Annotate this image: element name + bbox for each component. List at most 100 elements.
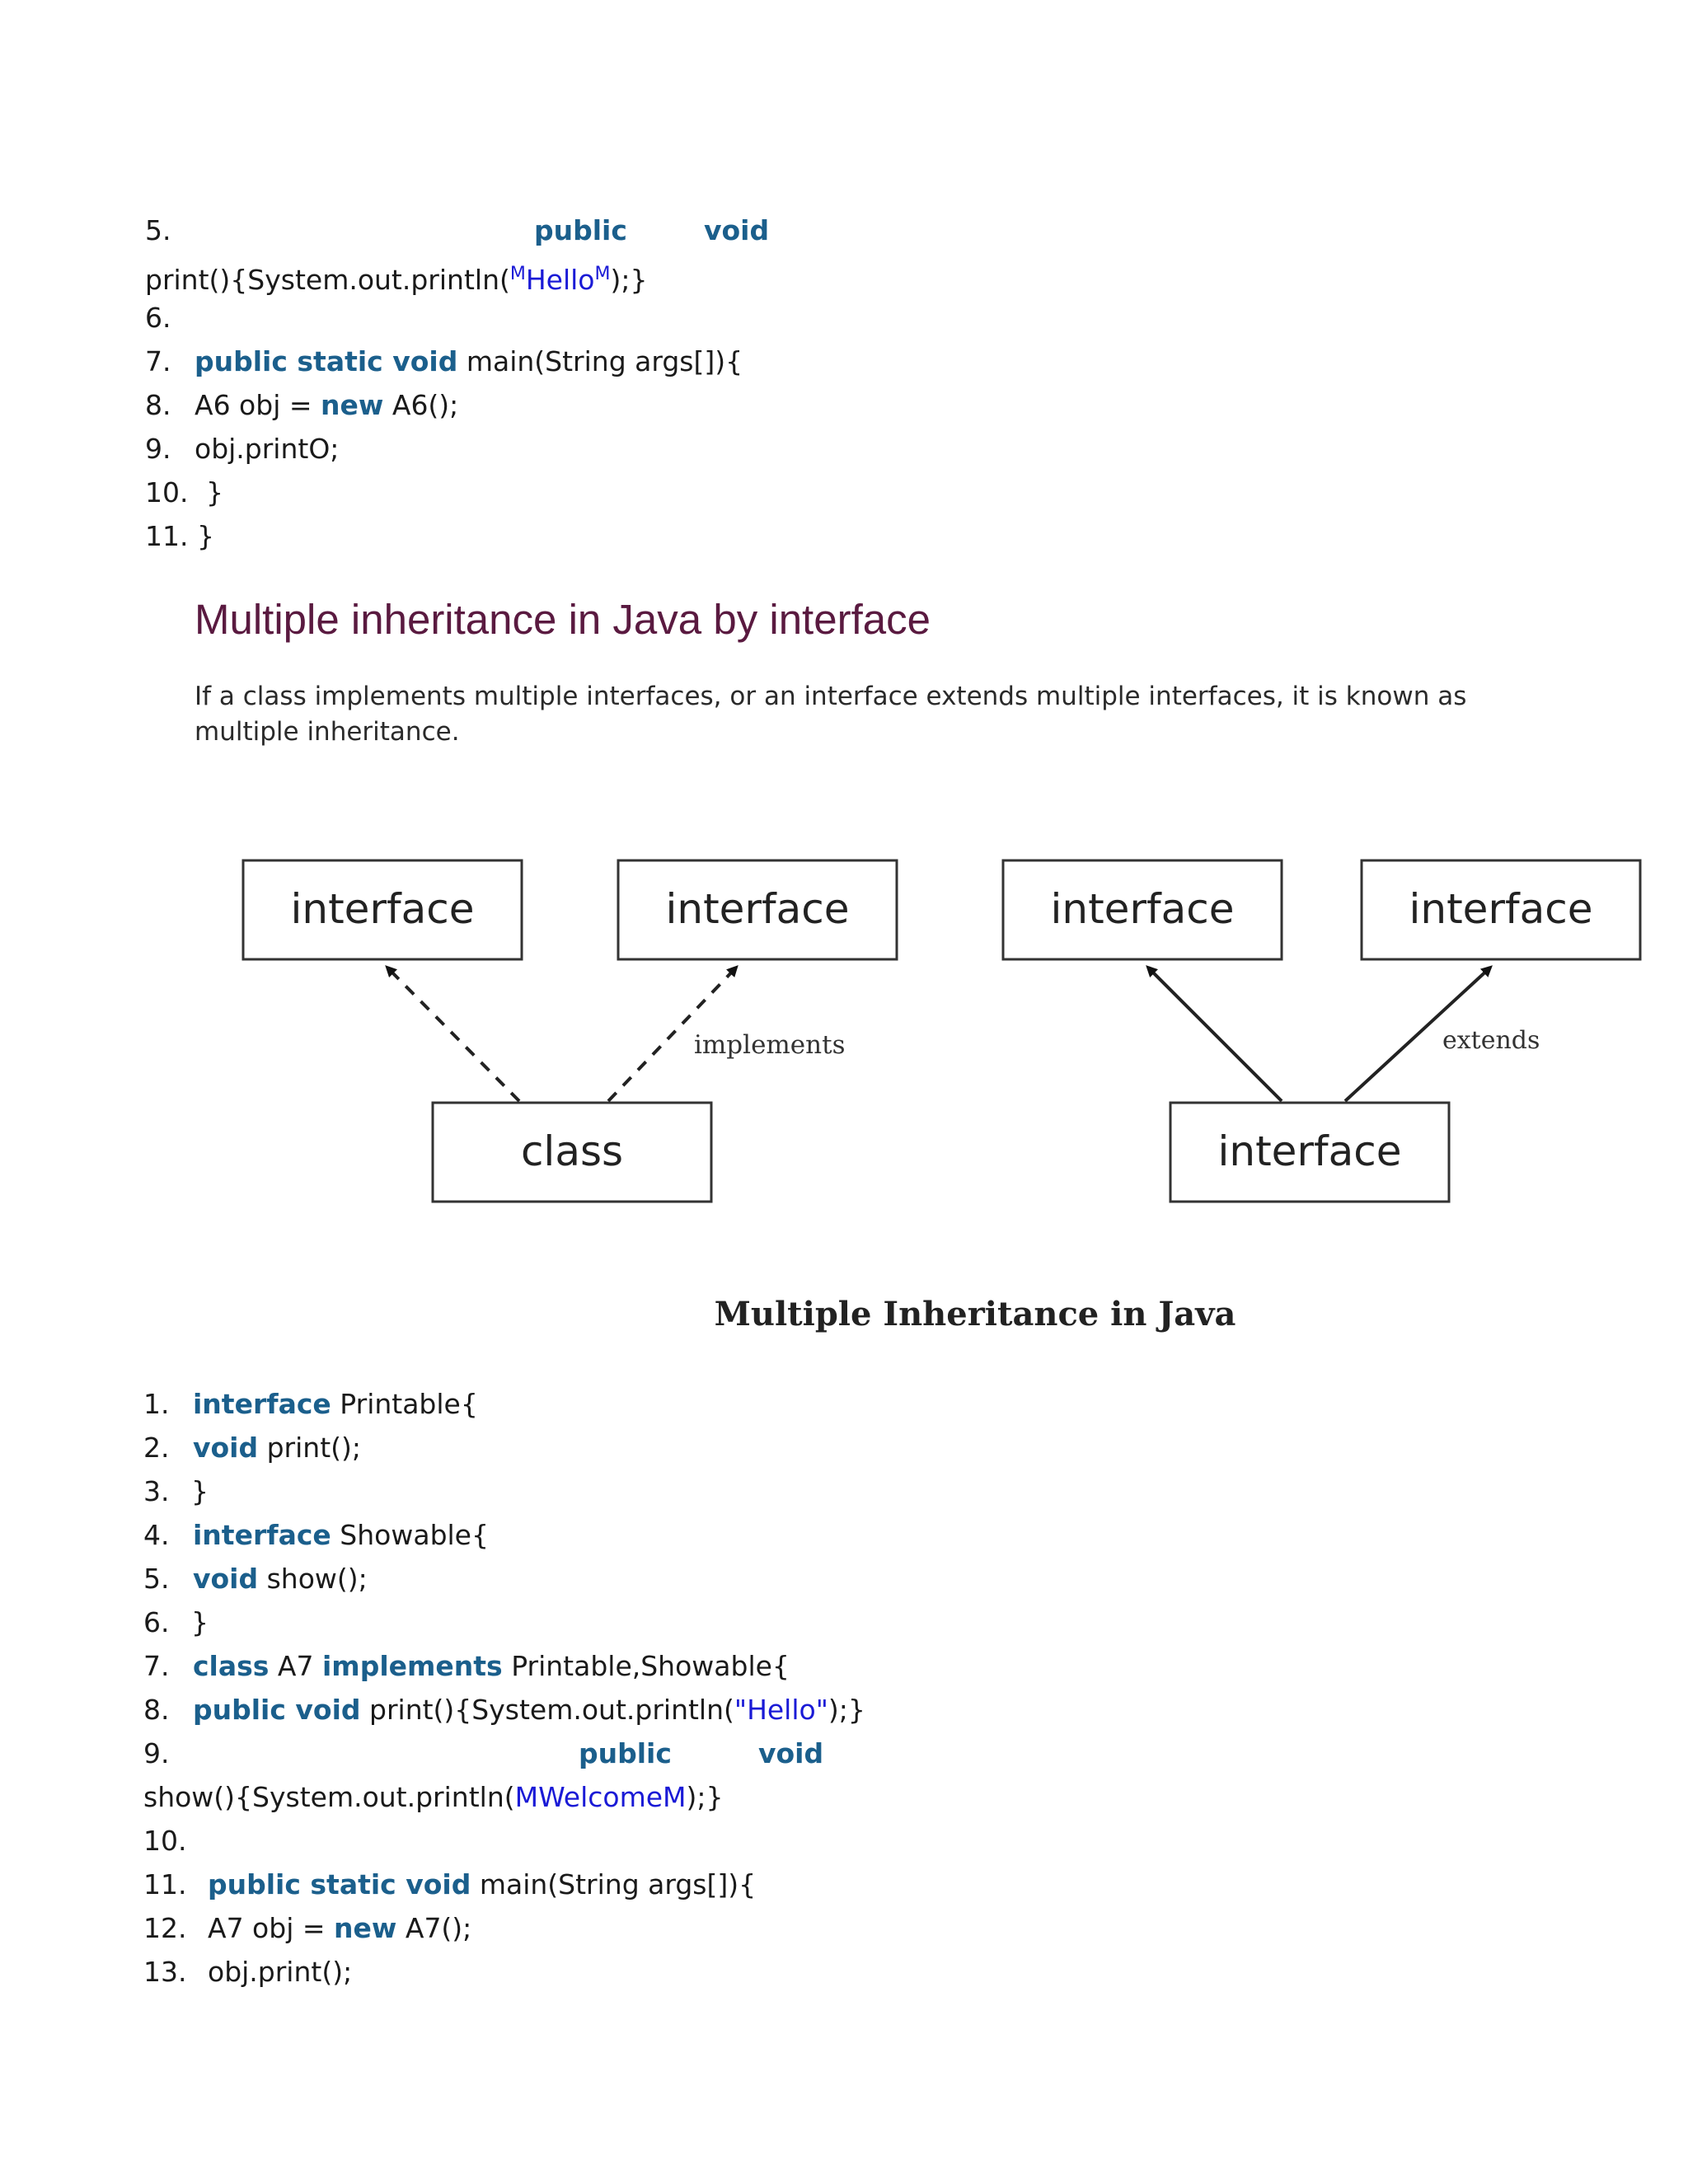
interface-box (1169, 1101, 1451, 1203)
interface-box-label: interface (1051, 885, 1235, 933)
code-line-7: 7. public static void main(String args[]… (145, 345, 743, 378)
interface-box-label: interface (291, 885, 475, 933)
interface-box-label: interface (1218, 1127, 1402, 1175)
code-line-11: 11. public static void main(String args[… (143, 1868, 756, 1901)
line-number: 3. (143, 1475, 170, 1507)
keyword-interface: interface (193, 1388, 331, 1420)
line-number: 8. (145, 389, 171, 421)
code-text: A7 obj = (208, 1912, 334, 1944)
code-line-8: 8. public void print(){System.out.printl… (143, 1694, 865, 1727)
string-marker: M (509, 264, 526, 284)
code-text: obj.printO; (195, 433, 340, 465)
code-text: } (191, 1606, 209, 1638)
string-marker: M (594, 264, 611, 284)
line-number: 11. (143, 1868, 187, 1900)
code-text: Printable{ (331, 1388, 478, 1420)
line-number: 10. (145, 476, 189, 509)
interface-box (1360, 859, 1642, 961)
code-line-10: 10. } (145, 476, 223, 509)
code-line-6: 6. (145, 302, 171, 335)
class-box-label: class (521, 1127, 623, 1175)
code-text: );} (610, 264, 648, 296)
code-text: );} (686, 1781, 724, 1813)
code-line-2: 2. void print(); (143, 1432, 361, 1465)
code-text: print(){System.out.println( (145, 264, 510, 296)
code-text: } (206, 476, 223, 509)
keyword-public: public (534, 214, 627, 246)
line-number: 7. (145, 345, 171, 377)
line-number: 1. (143, 1388, 170, 1420)
section-heading: Multiple inheritance in Java by interfac… (195, 596, 931, 643)
code-line-7: 7. class A7 implements Printable,Showabl… (143, 1650, 790, 1683)
interface-box-label: interface (1409, 885, 1593, 933)
keyword-public: public (579, 1737, 672, 1769)
line-number: 5. (145, 214, 171, 246)
extends-label: extends (1442, 1026, 1540, 1055)
keyword-void: void (758, 1737, 824, 1769)
code-line-10: 10. (143, 1825, 186, 1858)
code-line-12: 12. A7 obj = new A7(); (143, 1912, 471, 1945)
keyword-void: void (193, 1432, 259, 1464)
code-text: print(); (258, 1432, 362, 1464)
code-line-5: 5. public void (145, 214, 969, 247)
keyword-new: new (334, 1912, 397, 1944)
extends-arrow (1146, 965, 1283, 1103)
code-line-8: 8. A6 obj = new A6(); (145, 389, 458, 422)
line-number: 11. } (145, 520, 214, 552)
line-number: 5. (143, 1563, 170, 1595)
code-text: show(); (258, 1563, 368, 1595)
string-literal: Hello (525, 264, 595, 296)
line-number: 2. (143, 1432, 170, 1464)
implements-label: implements (694, 1030, 846, 1060)
interface-box (617, 859, 898, 961)
implements-arrow (385, 965, 521, 1103)
code-line-13: 13. obj.print(); (143, 1956, 352, 1989)
code-text: );} (828, 1694, 865, 1726)
code-text: Printable,Showable{ (502, 1650, 790, 1682)
implements-diagram: interface interface class implements (241, 859, 898, 1203)
diagram-caption: Multiple Inheritance in Java (715, 1295, 1236, 1333)
code-text: } (191, 1475, 209, 1507)
code-text: Showable{ (331, 1519, 489, 1551)
keyword-public-static-void: public static void (208, 1868, 471, 1900)
interface-box-label: interface (666, 885, 850, 933)
code-line-3: 3. } (143, 1475, 209, 1508)
string-literal: "Hello" (734, 1694, 828, 1726)
code-text: main(String args[]){ (471, 1868, 757, 1900)
line-number: 10. (143, 1825, 187, 1857)
code-text: A7 (269, 1650, 322, 1682)
keyword-class: class (193, 1650, 270, 1682)
line-number: 9. (145, 433, 171, 465)
code-line-9: 9. obj.printO; (145, 433, 339, 466)
keyword-public-static-void: public static void (195, 345, 458, 377)
line-number: 6. (143, 1606, 170, 1638)
implements-arrow (607, 965, 738, 1103)
code-text: main(String args[]){ (457, 345, 743, 377)
code-line-1: 1. interface Printable{ (143, 1388, 478, 1421)
line-number: 8. (143, 1694, 170, 1726)
keyword-interface: interface (193, 1519, 331, 1551)
line-number: 13. (143, 1956, 187, 1988)
string-literal: MWelcomeM (514, 1781, 687, 1813)
keyword-void: void (704, 214, 770, 246)
code-text: show(){System.out.println( (143, 1781, 515, 1813)
interface-box (1001, 859, 1283, 961)
extends-arrow (1343, 965, 1493, 1103)
code-line-6: 6. } (143, 1606, 209, 1639)
line-number: 4. (143, 1519, 170, 1551)
section-paragraph: If a class implements multiple interface… (195, 682, 1467, 747)
code-line-5-continued: print(){System.out.println(MHelloM);} (145, 258, 647, 297)
class-box (431, 1101, 713, 1203)
line-number: 12. (143, 1912, 187, 1944)
line-number: 6. (145, 302, 171, 334)
code-line-9-continued: show(){System.out.println(MWelcomeM);} (143, 1781, 724, 1814)
code-text: A6 obj = (195, 389, 321, 421)
code-text: A7(); (396, 1912, 472, 1944)
keyword-void: void (193, 1563, 259, 1595)
line-number: 7. (143, 1650, 170, 1682)
code-line-9: 9. public void (143, 1737, 968, 1770)
code-text: print(){System.out.println( (360, 1694, 734, 1726)
extends-diagram: interface interface interface extends (1001, 859, 1642, 1203)
line-number: 9. (143, 1737, 170, 1769)
